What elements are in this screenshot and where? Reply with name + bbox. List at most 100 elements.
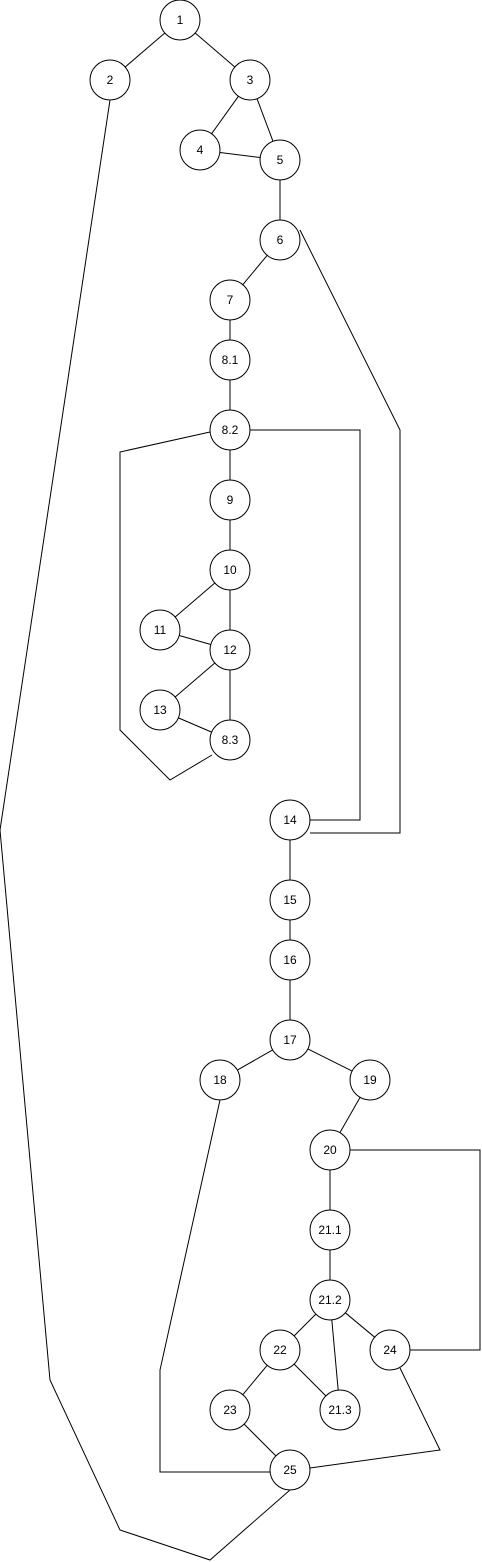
node-21.3: 21.3	[319, 1389, 361, 1431]
node-label: 21.1	[318, 1223, 342, 1237]
node-label: 11	[154, 623, 167, 637]
edge-21.2-21.3	[331, 1319, 339, 1391]
edge-13-8.3	[178, 717, 212, 733]
node-circle	[369, 1329, 411, 1371]
node-circle	[349, 1059, 391, 1101]
node-label: 1	[177, 13, 184, 27]
edge-22-23	[242, 1365, 268, 1395]
edge-2-25	[0, 99, 291, 1561]
node-circle	[209, 339, 251, 381]
edge-21.2-22	[293, 1313, 317, 1337]
node-3: 3	[229, 59, 271, 101]
node-label: 15	[283, 893, 297, 907]
node-label: 17	[283, 1033, 297, 1047]
node-label: 18	[213, 1073, 227, 1087]
node-11: 11	[139, 609, 181, 651]
edge-1-3	[194, 32, 236, 68]
node-label: 8.2	[222, 423, 239, 437]
node-8.2: 8.2	[209, 409, 251, 451]
node-12: 12	[209, 629, 251, 671]
node-label: 13	[153, 703, 167, 717]
node-14: 14	[269, 799, 311, 841]
node-22: 22	[259, 1329, 301, 1371]
edge-8.2-8.3	[119, 431, 213, 781]
node-circle	[209, 279, 251, 321]
node-label: 14	[283, 813, 297, 827]
node-circle	[209, 549, 251, 591]
node-circle	[209, 719, 251, 761]
node-10: 10	[209, 549, 251, 591]
node-label: 24	[383, 1343, 397, 1357]
edge-6-7	[242, 255, 268, 285]
node-circle	[209, 629, 251, 671]
edge-20-24	[350, 1149, 481, 1351]
edge-4-5	[219, 151, 261, 159]
node-circle	[269, 1449, 311, 1491]
node-circle	[309, 1279, 351, 1321]
node-7: 7	[209, 279, 251, 321]
node-2: 2	[89, 59, 131, 101]
node-label: 4	[197, 143, 204, 157]
node-20: 20	[309, 1129, 351, 1171]
node-circle	[259, 219, 301, 261]
edge-19-20	[339, 1097, 361, 1133]
node-circle	[209, 479, 251, 521]
node-17: 17	[269, 1019, 311, 1061]
node-5: 5	[259, 139, 301, 181]
edge-18-25	[159, 1099, 270, 1473]
node-label: 5	[277, 153, 284, 167]
edge-23-25	[243, 1423, 277, 1457]
node-16: 16	[269, 939, 311, 981]
node-label: 20	[323, 1143, 337, 1157]
node-label: 12	[223, 643, 237, 657]
node-23: 23	[209, 1389, 251, 1431]
node-4: 4	[179, 129, 221, 171]
node-label: 2	[107, 73, 114, 87]
node-circle	[159, 0, 201, 41]
edge-3-5	[256, 98, 274, 142]
node-circle	[179, 129, 221, 171]
node-24: 24	[369, 1329, 411, 1371]
node-label: 25	[283, 1463, 297, 1477]
node-circle	[209, 1389, 251, 1431]
edge-17-19	[307, 1048, 353, 1072]
node-circle	[309, 1209, 351, 1251]
node-21.2: 21.2	[309, 1279, 351, 1321]
node-circle	[89, 59, 131, 101]
node-8.3: 8.3	[209, 719, 251, 761]
node-6: 6	[259, 219, 301, 261]
edge-1-2	[124, 32, 166, 68]
node-circle	[209, 409, 251, 451]
edge-6-14	[299, 229, 401, 834]
edge-22-21.3	[293, 1363, 327, 1397]
node-circle	[309, 1129, 351, 1171]
node-label: 19	[363, 1073, 377, 1087]
node-circle	[259, 1329, 301, 1371]
node-label: 10	[223, 563, 237, 577]
node-9: 9	[209, 479, 251, 521]
node-label: 21.3	[328, 1403, 352, 1417]
edge-21.2-24	[345, 1312, 375, 1338]
node-25: 25	[269, 1449, 311, 1491]
node-21.1: 21.1	[309, 1209, 351, 1251]
node-18: 18	[199, 1059, 241, 1101]
node-label: 8.3	[222, 733, 239, 747]
node-circle	[269, 939, 311, 981]
node-circle	[139, 689, 181, 731]
node-circle	[269, 799, 311, 841]
node-circle	[319, 1389, 361, 1431]
node-label: 7	[227, 293, 234, 307]
node-label: 22	[273, 1343, 287, 1357]
node-label: 8.1	[222, 353, 239, 367]
node-1: 1	[159, 0, 201, 41]
node-circle	[199, 1059, 241, 1101]
node-label: 23	[223, 1403, 237, 1417]
node-label: 3	[247, 73, 254, 87]
node-label: 16	[283, 953, 297, 967]
edge-3-4	[211, 95, 239, 135]
node-label: 9	[227, 493, 234, 507]
node-label: 21.2	[318, 1293, 342, 1307]
node-label: 6	[277, 233, 284, 247]
node-circle	[269, 879, 311, 921]
